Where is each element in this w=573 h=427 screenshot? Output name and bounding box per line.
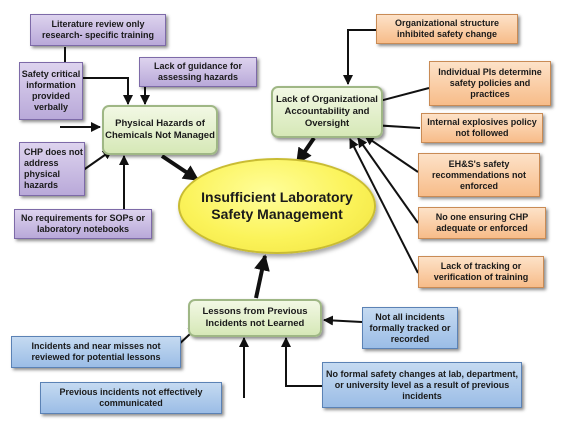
organizational-accountability-node: Lack of Organizational Accountability an… [271, 86, 383, 138]
cause-no-formal-safety-changes: No formal safety changes at lab, departm… [322, 362, 522, 408]
arrow-physical-to-center [160, 154, 200, 182]
arrow-lessons-to-center [254, 254, 270, 299]
cause-organizational-structure: Organizational structure inhibited safet… [376, 14, 518, 44]
lessons-not-learned-label: Lessons from Previous Incidents not Lear… [202, 306, 308, 329]
center-label: Insufficient Laboratory Safety Managemen… [201, 189, 353, 222]
organizational-accountability-label: Lack of Organizational Accountability an… [276, 94, 378, 129]
cause-info-provided-verbally: Safety critical information provided ver… [19, 62, 83, 120]
cause-lack-of-guidance: Lack of guidance for assessing hazards [139, 57, 257, 87]
arrow-no-changes [281, 337, 322, 387]
arrow-tracking [349, 138, 419, 274]
cause-literature-review: Literature review only research- specifi… [30, 14, 166, 46]
physical-hazards-node: Physical Hazards of Chemicals Not Manage… [102, 105, 218, 155]
cause-no-sop-requirements: No requirements for SOPs or laboratory n… [14, 209, 152, 239]
arrow-chp-enforced [357, 137, 419, 224]
arrow-not-tracked [323, 315, 363, 326]
cause-chp-not-enforced: No one ensuring CHP adequate or enforced [418, 207, 546, 239]
cause-not-communicated: Previous incidents not effectively commu… [40, 382, 222, 414]
cause-chp-physical-hazards: CHP does not address physical hazards [19, 142, 85, 196]
cause-explosives-policy: Internal explosives policy not followed [421, 113, 543, 143]
lessons-not-learned-node: Lessons from Previous Incidents not Lear… [188, 299, 322, 337]
cause-near-misses-not-reviewed: Incidents and near misses not reviewed f… [11, 336, 181, 368]
cause-tracking-verification: Lack of tracking or verification of trai… [418, 256, 544, 288]
arrow-org-structure [343, 29, 376, 85]
cause-individual-pis: Individual PIs determine safety policies… [429, 61, 551, 106]
arrow-ehs [364, 135, 419, 173]
insufficient-safety-management-node: Insufficient Laboratory Safety Managemen… [178, 158, 376, 254]
physical-hazards-label: Physical Hazards of Chemicals Not Manage… [105, 118, 215, 141]
cause-incidents-not-tracked: Not all incidents formally tracked or re… [362, 307, 458, 349]
cause-ehs-recommendations: EH&S's safety recommendations not enforc… [418, 153, 540, 197]
